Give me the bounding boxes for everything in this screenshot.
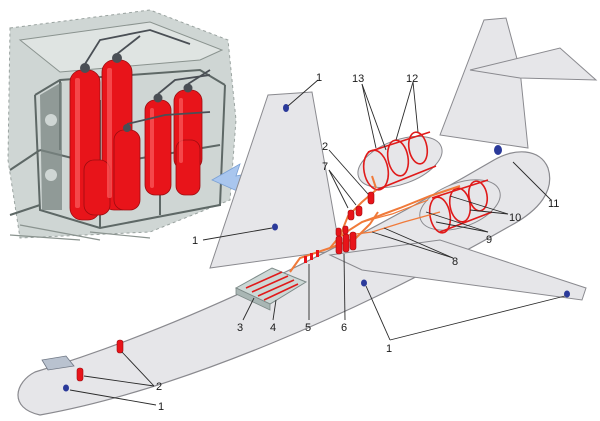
detector-wing-lower: [361, 279, 367, 287]
callout-2-nose: 2: [156, 381, 162, 393]
aircraft: [17, 17, 598, 416]
inset-cylinder-rack: [7, 9, 237, 241]
detector-wing-upper: [272, 223, 278, 231]
callout-4: 4: [270, 322, 276, 334]
lower-wing: [328, 239, 587, 301]
callout-1-wing: 1: [192, 235, 198, 247]
callout-2-mid: 2: [322, 141, 328, 153]
vertical-stabilizer: [439, 17, 529, 149]
callout-6: 6: [341, 322, 347, 334]
inset-plate-hole: [45, 114, 57, 126]
callout-10: 10: [509, 212, 521, 224]
inset-side-plate: [40, 82, 62, 210]
extinguisher-cabin: [116, 339, 124, 354]
detector-tail: [283, 104, 289, 112]
inset-plate-hole: [45, 169, 57, 181]
cylinder-bank: [335, 225, 357, 255]
callout-1-tail: 1: [316, 72, 322, 84]
cylinder: [83, 159, 111, 216]
fire-detectors: [63, 104, 570, 392]
cargo-compartment-box: [234, 267, 308, 311]
cockpit-window: [41, 355, 75, 371]
callout-1-nose: 1: [158, 401, 164, 413]
detector-nose: [63, 384, 69, 392]
engine-fire-loops: [362, 131, 493, 234]
callout-7: 7: [322, 161, 328, 173]
inset-cylinder-highlights: [75, 68, 183, 208]
engine-nacelle-upper: [357, 135, 443, 189]
portable-extinguishers: [76, 191, 375, 382]
inset-pipes: [84, 29, 211, 125]
leader-lines: [69, 79, 566, 406]
valves: [347, 205, 363, 221]
callout-12: 12: [406, 73, 418, 85]
cylinder: [113, 129, 141, 211]
extinguisher-aft: [367, 191, 375, 205]
callout-13: 13: [352, 73, 364, 85]
inset-panel-top: [18, 21, 224, 73]
inset-valve-heads: [80, 53, 193, 132]
callout-1-right: 1: [386, 343, 392, 355]
inset-floor-rails: [9, 224, 151, 241]
detector-fin: [494, 145, 502, 155]
callout-9: 9: [486, 234, 492, 246]
callout-11: 11: [548, 198, 559, 210]
upper-wing: [209, 91, 341, 269]
callout-5: 5: [305, 322, 311, 334]
callout-3: 3: [237, 322, 243, 334]
extinguisher-nose: [76, 367, 84, 382]
discharge-indicators: [304, 250, 319, 263]
horizontal-stabilizer: [469, 47, 598, 81]
callout-8: 8: [452, 256, 458, 268]
callout-labels: 1 13 12 2 7 11 1 10 9 8 3 4 5 6 1 2 1: [156, 72, 559, 413]
detector-wing-tip: [564, 290, 570, 298]
